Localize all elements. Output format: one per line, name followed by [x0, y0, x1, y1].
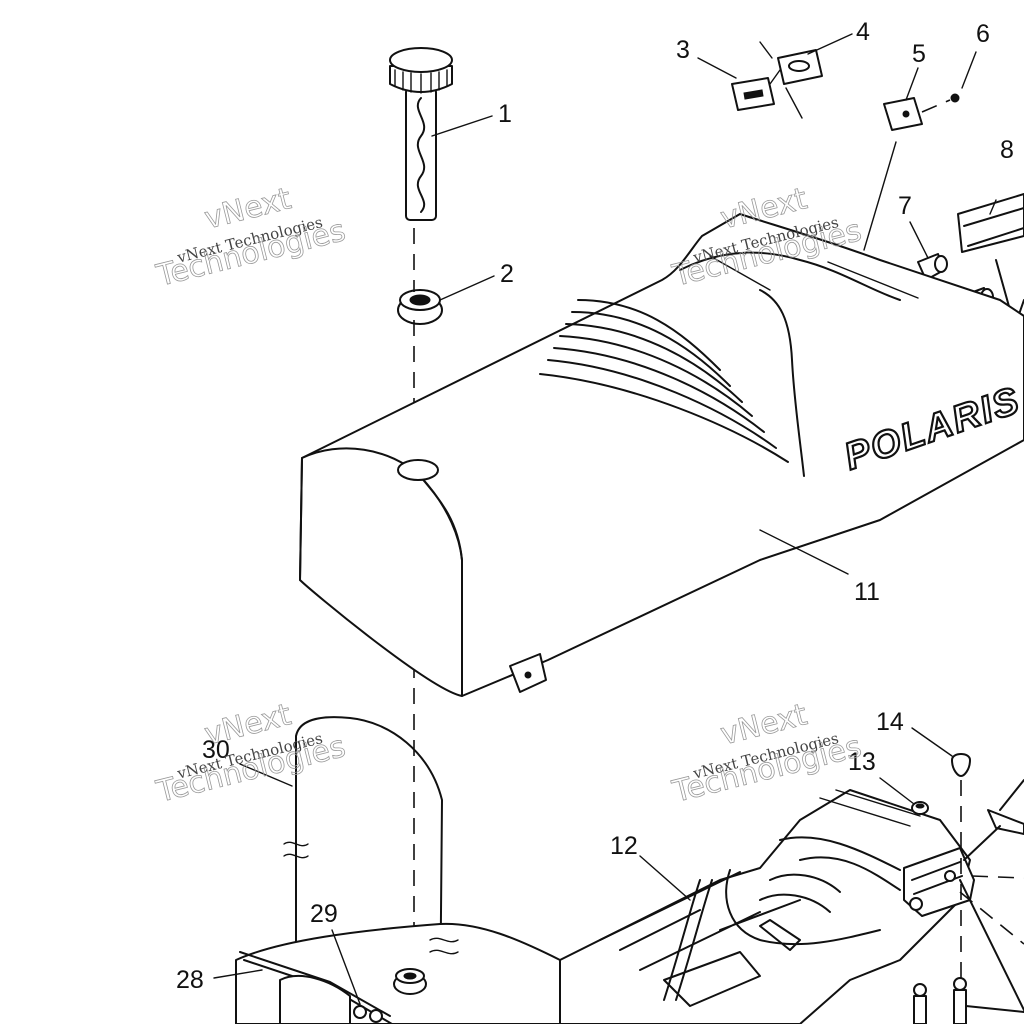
- part-1-fuel-cap: [389, 47, 453, 221]
- callout-29: 29: [310, 900, 338, 928]
- callout-28: 28: [176, 966, 204, 994]
- leader-5-8: [863, 141, 997, 251]
- callout-12: 12: [610, 832, 638, 860]
- callout-6: 6: [976, 20, 990, 48]
- callout-4: 4: [856, 18, 870, 46]
- watermark-top-left: vNext vNext Technologies Technologies: [152, 181, 349, 294]
- part-5-plate: [883, 97, 923, 131]
- callout-8: 8: [1000, 136, 1014, 164]
- watermark-bottom-left: vNext vNext Technologies Technologies: [152, 697, 349, 810]
- part-11-seat: POLARIS: [299, 213, 1024, 697]
- watermark-bottom-right: vNext vNext Technologies Technologies: [668, 697, 865, 810]
- part-4-plate: [759, 41, 823, 119]
- callout-14: 14: [876, 708, 904, 736]
- callout-30: 30: [202, 736, 230, 764]
- gas-tank-area: [235, 716, 1024, 1024]
- callout-5: 5: [912, 40, 926, 68]
- callout-7: 7: [898, 192, 912, 220]
- callout-3: 3: [676, 36, 690, 64]
- callout-11: 11: [854, 578, 880, 606]
- callout-leaders: [213, 33, 977, 1005]
- callout-labels: 1 2 3 4 5 6 7 8 11 12 13 14 28 29 30: [176, 18, 1014, 994]
- part-2-grommet: [397, 289, 443, 325]
- part-3-plate: [731, 77, 775, 111]
- callout-2: 2: [500, 260, 514, 288]
- callout-13: 13: [848, 748, 876, 776]
- part-6-rivet: [921, 93, 960, 113]
- callout-1: 1: [498, 100, 512, 128]
